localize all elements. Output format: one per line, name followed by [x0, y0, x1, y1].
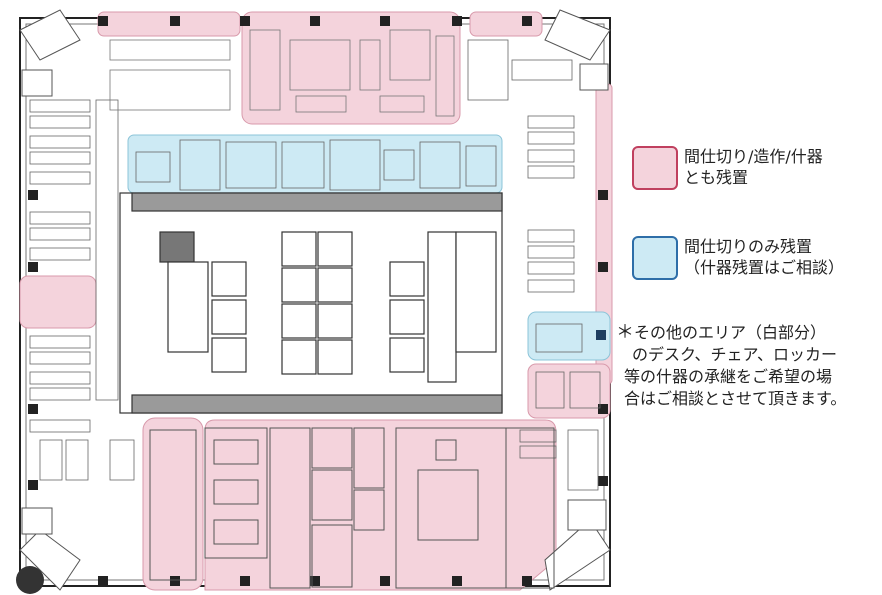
note-text: ＊その他のエリア（白部分） のデスク、チェア、ロッカー 等の什器の承継をご希望の…: [616, 322, 846, 410]
note-asterisk: ＊: [616, 322, 634, 343]
structural-columns: [28, 16, 608, 586]
legend-label-pink-line1: 間仕切り/造作/什器: [684, 147, 823, 166]
note-line-3: 等の什器の承継をご希望の場: [624, 367, 833, 386]
bottom-meeting-rooms: [149, 427, 555, 589]
legend-label-blue-line1: 間仕切りのみ残置: [684, 237, 813, 256]
blue-zone-furniture: [135, 139, 497, 191]
legend-label-blue: 間仕切りのみ残置 （什器残置はご相談）: [684, 236, 844, 278]
legend-swatch-blue: [632, 236, 678, 280]
note-line-1: その他のエリア（白部分）: [634, 323, 827, 342]
north-marker-icon: [16, 566, 44, 594]
desk-blocks-left: [29, 99, 135, 481]
legend-label-pink-line2: とも残置: [684, 168, 749, 187]
desk-blocks-right: [467, 39, 601, 491]
building-core: [119, 192, 503, 414]
top-meeting-furniture: [109, 29, 455, 117]
legend-swatch-pink: [632, 146, 678, 190]
note-line-2: のデスク、チェア、ロッカー: [632, 345, 837, 364]
legend-label-pink: 間仕切り/造作/什器 とも残置: [684, 146, 823, 188]
note-line-4: 合はご相談とさせて頂きます。: [624, 389, 847, 408]
corner-rooms: [19, 9, 611, 591]
legend-label-blue-line2: （什器残置はご相談）: [684, 258, 845, 277]
